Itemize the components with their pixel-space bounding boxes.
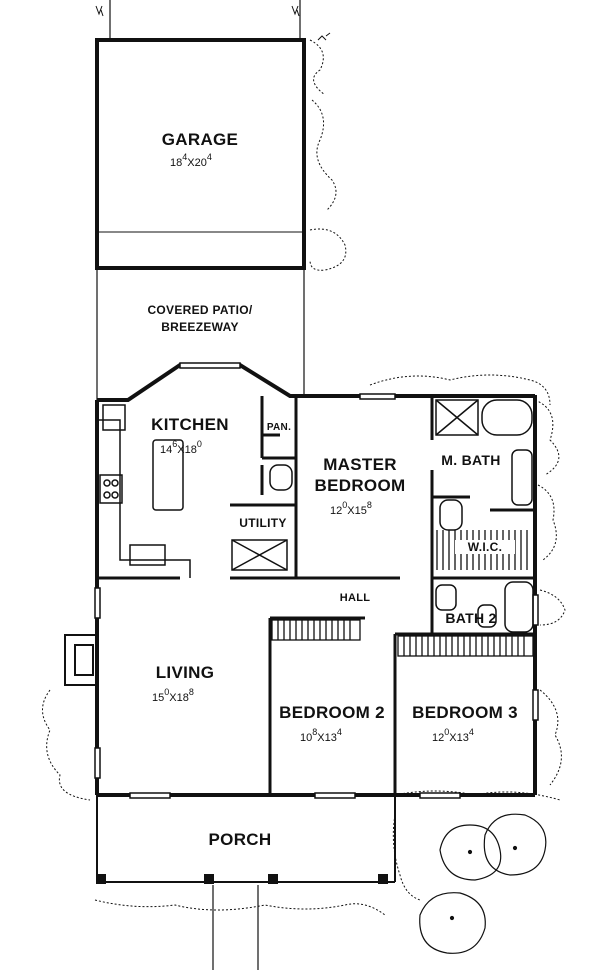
interior-walls xyxy=(97,396,535,795)
bedroom3-dimensions: 120X134 xyxy=(432,727,474,744)
garage-dimensions: 184X204 xyxy=(170,152,212,169)
bedroom2-dimensions: 108X134 xyxy=(300,727,342,744)
kitchen-dimensions: 146X180 xyxy=(160,439,202,456)
living-label: LIVING xyxy=(155,663,215,682)
utility-label: UTILITY xyxy=(239,516,287,530)
master-label-1: MASTER xyxy=(323,455,397,474)
patio-label-1: COVERED PATIO/ xyxy=(147,303,253,317)
pantry-label: PAN. xyxy=(266,422,292,433)
garage-label: GARAGE xyxy=(161,130,239,149)
porch-label: PORCH xyxy=(208,830,272,849)
mbath-label: M. BATH xyxy=(441,452,501,468)
porch-posts xyxy=(96,874,388,884)
kitchen-fixtures xyxy=(97,404,293,578)
living-dimensions: 150X188 xyxy=(152,687,194,704)
driveway-lines xyxy=(109,0,301,970)
hall-label: HALL xyxy=(339,592,371,604)
bedroom3-label: BEDROOM 3 xyxy=(412,703,518,722)
trees xyxy=(419,813,547,954)
fireplace xyxy=(64,634,98,686)
patio-outline xyxy=(96,268,305,400)
porch xyxy=(96,795,396,883)
kitchen-label: KITCHEN xyxy=(151,415,229,434)
bath-fixtures xyxy=(435,399,534,633)
windows xyxy=(94,362,539,799)
wic-label: W.I.C. xyxy=(455,540,515,554)
garage-walls xyxy=(95,38,306,270)
bedroom2-label: BEDROOM 2 xyxy=(279,703,385,722)
patio-label-2: BREEZEWAY xyxy=(161,320,239,334)
grass-tufts xyxy=(95,5,331,41)
closets xyxy=(271,530,534,657)
master-label-2: BEDROOM xyxy=(314,476,406,495)
master-dimensions: 120X158 xyxy=(330,500,372,517)
bath2-label: BATH 2 xyxy=(445,610,497,626)
